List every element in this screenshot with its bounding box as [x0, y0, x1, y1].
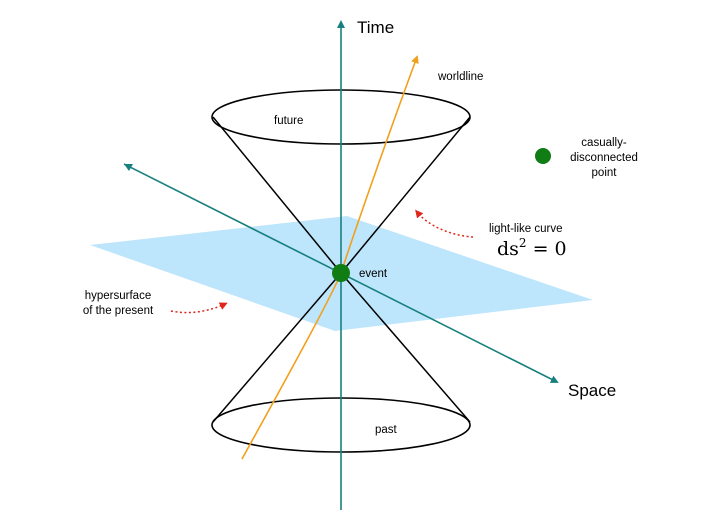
event-label: event	[359, 268, 388, 280]
event-point	[332, 264, 350, 282]
past-label: past	[375, 424, 398, 436]
casually-disconnected-point	[535, 148, 551, 164]
time-axis-label: Time	[357, 18, 394, 37]
worldline-label: worldline	[437, 71, 483, 83]
space-axis-label: Space	[568, 381, 616, 400]
hypersurface-label-line2: of the present	[83, 305, 154, 317]
casually-label-line1: casually-	[581, 137, 627, 149]
casually-label-line2: disconnected	[570, 152, 638, 164]
ds-equation-base: ds	[497, 238, 519, 260]
space-axis-back-arrowhead	[124, 164, 133, 171]
cone-edge-upper-right	[340, 116, 471, 274]
cone-edge-lower-right	[340, 272, 471, 423]
ds-equation-rest: = 0	[527, 238, 567, 260]
cone-edge-upper-left	[212, 116, 342, 274]
casually-label-line3: point	[592, 167, 618, 179]
ds-equation-exponent: 2	[519, 236, 527, 250]
lightlike-pointer-arrow	[415, 209, 474, 238]
future-label: future	[274, 115, 303, 127]
hypersurface-pointer-arrow	[170, 302, 228, 314]
ds-equation: ds2 = 0	[497, 236, 567, 260]
lightlike-curve-label: light-like curve	[489, 223, 563, 235]
cone-edge-lower-left	[212, 272, 342, 423]
hypersurface-label-line1: hypersurface	[85, 290, 151, 302]
